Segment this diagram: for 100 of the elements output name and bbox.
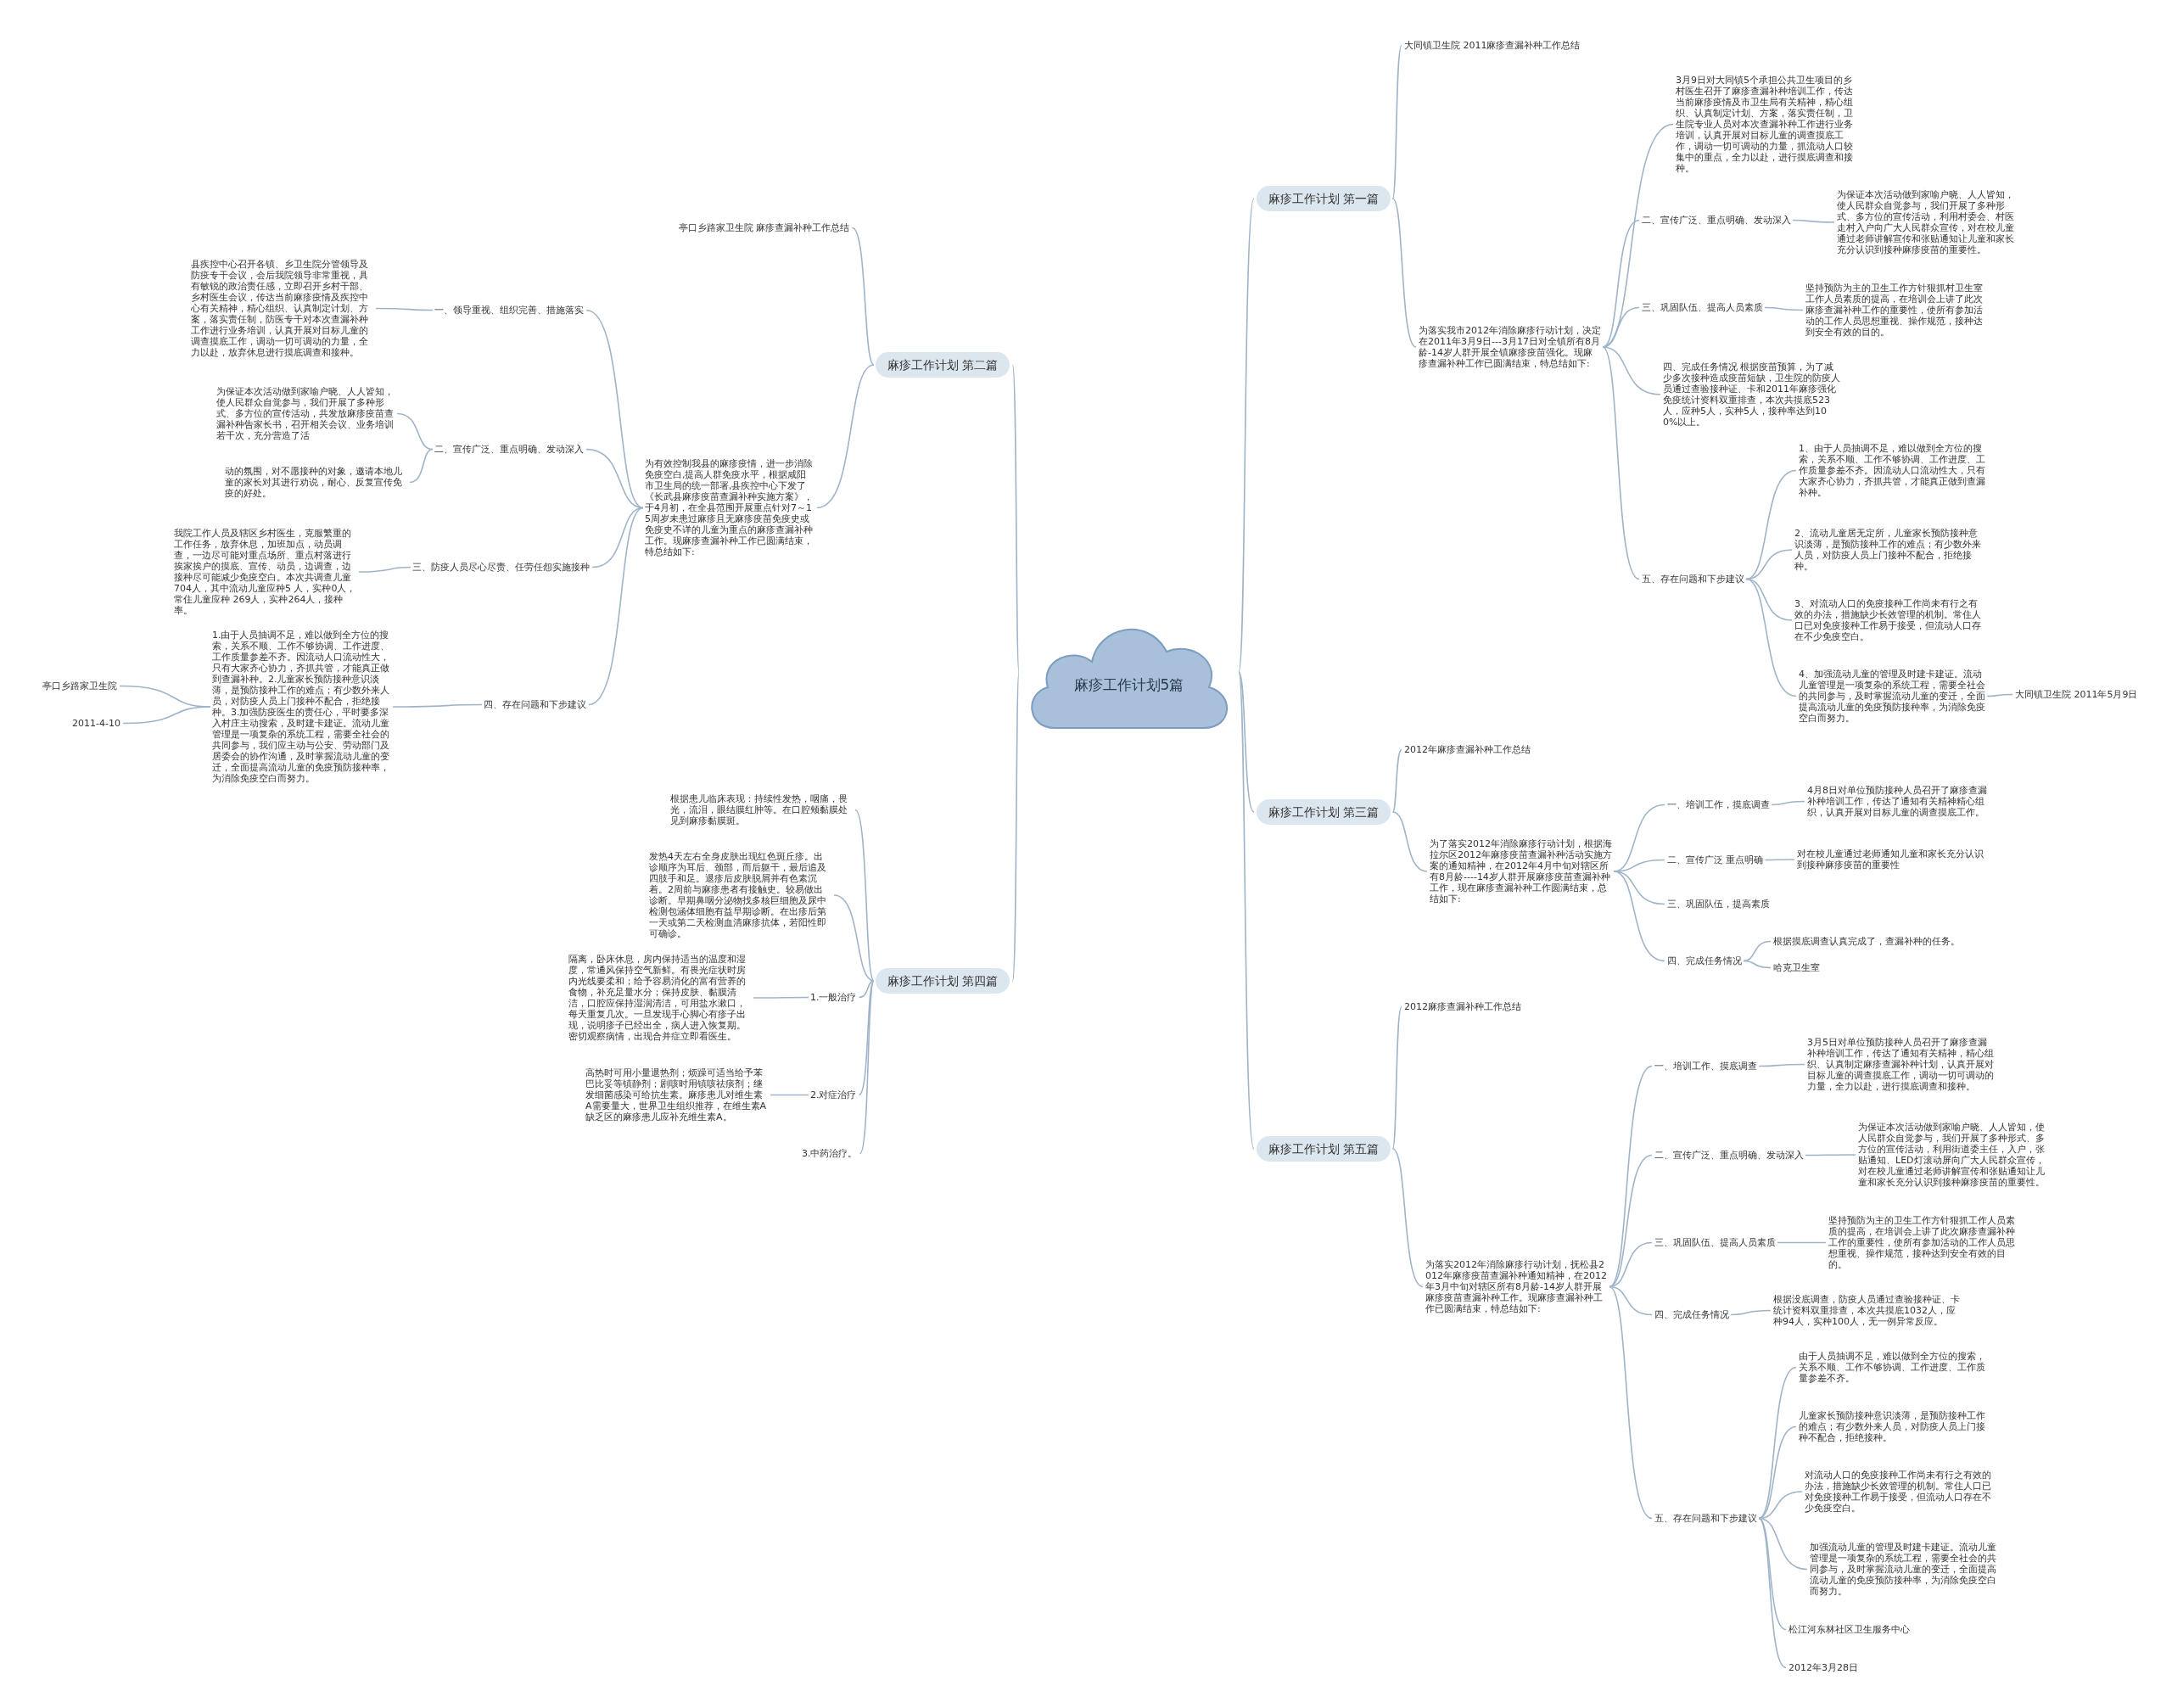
connector-line [1745,469,1797,580]
branch-label: 三、巩固队伍、提高人员素质 [1654,1237,1776,1248]
connector-line [859,980,875,1155]
branch-label: 四、完成任务情况 [1667,955,1742,966]
paragraph-text: 动的氛围，对不愿接种的对象，邀请本地儿童的家长对其进行劝说，耐心、反复宣传免疫的好处。 [225,466,407,499]
paragraph-text: 为有效控制我县的麻疹疫情，进一步消除免疫空白,提高人群免疫水平，根据咸阳市卫生局的统一部署,县疾控中心下发了《长武县麻疹疫苗查漏补种实施方案》，于4月初，在全县范围开展重点针对7～15周岁未患过麻疹且无麻疹疫苗免疫史或免疫史不详的儿童为重点的麻疹查漏补种工作。现麻疹查漏补种工作已圆满结束，特总结如下: [645,458,814,557]
connector-line [1758,1517,1787,1669]
paragraph-text: 为保证本次活动做到家喻户晓、人人皆知，使人民群众自觉参与，我们开展了多种形式、多方位的宣传活动，利用村委会、村医走村入户向广大人民群众宣传，对在校儿童通过老师讲解宣传和张贴通知让儿童和家长充分认识到接种麻疹疫苗的重要性。 [1837,189,2015,255]
connector-line [1238,671,1255,1150]
connector-line [1758,1517,1808,1571]
connector-line [588,507,644,706]
branch-label: 2011-4-10 [72,718,120,729]
paragraph-text: 为保证本次活动做到家喻户晓、人人皆知，使人民群众自觉参与，我们开展了多种形式、多方位的宣传活动，利用街道委主任，入户，张贴通知、LED灯滚动屏向广大人民群众宣传，对在校儿童通过老师讲解宣传和张贴通知让儿童和家长充分认识到接种麻疹疫苗的重要性。 [1858,1122,2045,1188]
branch-label: 一、培训工作，摸底调查 [1667,799,1770,810]
paragraph-text: 为落实我市2012年消除麻疹行动计划，决定在2011年3月9日---3月17日对全镇所有8月龄-14岁人群开展全镇麻疹疫苗强化。现麻疹查漏补种工作已圆满结束，特总结如下: [1419,325,1601,369]
paragraph-text: 四、完成任务情况 根据疫苗预算，为了减少多次接种造成疫苗短缺，卫生院的防疫人员通过查验接种证、卡和2011年麻疹强化免疫统计资料双重排查，本次共摸底523人，应种5人，实种5人，接种率达到100%以上。 [1663,361,1841,428]
connector-line [816,364,875,509]
branch-label: 四、存在问题和下步建议 [484,699,586,710]
connector-line [358,566,411,573]
connector-line [1391,748,1402,813]
connector-line [375,307,434,311]
connector-line [1391,1005,1402,1150]
connector-line [1609,1154,1653,1288]
connector-line [1602,346,1661,395]
paragraph-text: 根据没底调查，防疫人员通过查验接种证、卡统计资料双重排查，本次共摸底1032人，应种94人，实种100人，无一例异常反应。 [1773,1294,1960,1327]
connector-line [396,412,434,451]
branch-label: 二、宣传广泛 重点明确 [1667,854,1764,865]
paragraph-text: 坚持预防为主的卫生工作方针狠抓村卫生室工作人员素质的提高，在培训会上讲了此次麻疹查漏补种工作的重要性，使所有参加活动的工作人员思想重视、操作规范，接种达到安全有效的目的。 [1805,283,1984,338]
connector-line [1758,1063,1805,1067]
branch-label: 2012年3月28日 [1789,1662,1858,1673]
connector-line [1391,811,1428,872]
paragraph-text: 1、由于人员抽调不足，难以做到全方位的搜索，关系不顺、工作不够协调、工作进度、工作质量参差不齐。因流动人口流动性大，只有大家齐心协力，齐抓共管，才能真正做到查漏补种。 [1799,443,1985,498]
paragraph-text: 根据患儿临床表现：持续性发热，咽痛，畏光，流泪，眼结膜红肿等。在口腔颊黏膜处见到麻疹黏膜斑。 [670,793,853,826]
connector-line [1805,1154,1856,1156]
branch-label: 2012麻疹查漏补种工作总结 [1404,1001,1521,1012]
connector-line [1609,1241,1653,1288]
paragraph-text: 高热时可用小量退热剂；烦躁可适当给予苯巴比妥等镇静剂；剧咳时用镇咳祛痰剂；继发细菌感染可给抗生素。麻疹患儿对维生素A需要量大，世界卫生组织推荐，在维生素A缺乏区的麻疹患儿应补充维生素A。 [585,1067,768,1123]
branch-label: 松江河东林社区卫生服务中心 [1789,1624,1910,1635]
paragraph-text: 由于人员抽调不足，难以做到全方位的搜索，关系不顺、工作不够协调、工作进度、工作质量参差不齐。 [1799,1351,1985,1384]
connector-line [1743,960,1772,969]
paragraph-text: 3月5日对单位预防接种人员召开了麻疹查漏补种培训工作，传达了通知有关精神，精心组织、认真制定麻疹查漏补种计划，认真开展对目标儿童的调查摸底工作，调动一切可调动的力量，全力以赴，进行摸底调查和接种。 [1807,1037,1994,1092]
paragraph-text: 坚持预防为主的卫生工作方针狠抓工作人员素质的提高，在培训会上讲了此次麻疹查漏补种工作的重要性，使所有参加活动的工作人员思想重视、操作规范，接种达到安全有效的目的。 [1828,1215,2015,1270]
connector-line [1011,671,1020,982]
connector-line [1391,1148,1424,1288]
paragraph-text: 4、加强流动儿童的管理及时建卡建证。流动儿童管理是一项复杂的系统工程，需要全社会的共同参与，及时掌握流动儿童的变迁，全面提高流动儿童的免疫预防接种率，为消除免疫空白而努力。 [1799,669,1985,724]
branch-label: 一、领导重视、组织完善、措施落实 [434,305,584,316]
connector-line [122,706,211,725]
paragraph-text: 县疾控中心召开各镇、乡卫生院分管领导及防疫专干会议，会后我院领导非常重视，具有敏锐的政治责任感，立即召开乡村干部、乡村医生会议，传达当前麻疹疫情及疾控中心有关精神，精心组织、认真制定计划、方案，落实责任制，防医专干对本次查漏补种工作进行业务培训，认真开展对目标儿童的调查摸底工作，调动一切可调动的力量，全力以赴，放弃休息进行摸底调查和接种。 [191,259,373,358]
paragraph-text: 为了落实2012年消除麻疹行动计划，根据海拉尔区2012年麻疹疫苗查漏补种活动实施方案的通知精神，在2012年4月中旬对辖区所有8月龄----14岁人群开展麻疹疫苗查漏补种工作，现在麻疹查漏补种工作圆满结束，总结如下: [1430,838,1612,904]
connector-line [1771,800,1805,806]
branch-label: 二、宣传广泛、重点明确、发动深入 [1642,215,1791,226]
branch-label: 三、巩固队伍、提高人员素质 [1642,302,1763,313]
connector-line [1792,219,1835,223]
connector-line [1602,346,1640,580]
paragraph-text: 对流动人口的免疫接种工作尚未有行之有效的办法，措施缺少长效管理的机制。常住人口已对免疫接种工作易于接受，但流动人口存在不少免疫空白。 [1805,1470,1991,1514]
connector-line [851,227,875,366]
paragraph-text: 对在校儿童通过老师通知儿童和家长充分认识到接种麻疹疫苗的重要性 [1797,848,1984,871]
topic-pill: 麻疹工作计划 第一篇 [1257,186,1391,211]
branch-label: 二、宣传广泛、重点明确、发动深入 [1654,1150,1804,1161]
connector-line [1613,871,1665,962]
paragraph-text: 2、流动儿童居无定所，儿童家长预防接种意识淡薄，是预防接种工作的难点；有少数外来人员，对防疫人员上门接种不配合，拒绝接种。 [1794,528,1981,572]
branch-label: 大同镇卫生院 2011麻疹查漏补种工作总结 [1404,40,1581,51]
paragraph-text: 为落实2012年消除麻疹行动计划，抚松县2012年麻疹疫苗查漏补种通知精神，在2012年3月中旬对辖区所有8月龄-14岁人群开展麻疹疫苗查漏补种工作。现麻疹查漏补种工作已圆满结束，特总结如下: [1425,1259,1608,1314]
connector-line [1764,306,1804,311]
topic-pill: 麻疹工作计划 第四篇 [876,968,1010,994]
connector-line [409,448,434,484]
branch-label: 四、完成任务情况 [1654,1309,1729,1320]
connector-line [1777,1241,1827,1244]
branch-label: 亭口乡路家卫生院 麻疹查漏补种工作总结 [679,222,850,233]
connector-line [1743,940,1772,962]
branch-label: 根据摸底调查认真完成了，查漏补种的任务。 [1773,936,1960,947]
connector-line [1758,1425,1797,1520]
connector-line [1602,219,1640,348]
connector-line [858,980,875,999]
connector-line [1609,1285,1653,1520]
branch-label: 三、防疫人员尽心尽责、任劳任怨实施接种 [412,562,590,573]
connector-line [1764,859,1795,861]
connector-line [1238,671,1255,813]
paragraph-text: 3月9日对大同镇5个承担公共卫生项目的乡村医生召开了麻疹查漏补种培训工作，传达当前麻疹疫情及市卫生局有关精神，精心组织、认真制定计划、方案，落实责任制，卫生院专业人员对本次查漏补种工作进行业务培训，认真开展对目标儿童的调查摸底工作，调动一切可调动的力量，抓流动人口较集中的重点，全力以赴，进行摸底调查和接种。 [1676,75,1858,174]
paragraph-text: 我院工作人员及辖区乡村医生，克服繁重的工作任务，放弃休息，加班加点，动员调查，一边尽可能对重点场所、重点村落进行挨家挨户的摸底、宣传、动员，边调查，边接种尽可能减少免疫空白。本次共调查儿童 704人，其中流动儿童应种5 人，实种0人，常住儿童应种 269人，实种264人，接种率。 [174,528,356,616]
connector-line [585,309,644,509]
connector-line [1986,693,2013,697]
branch-label: 1.一般治疗 [810,992,857,1003]
branch-label: 大同镇卫生院 2011年5月9日 [2015,689,2138,700]
topic-pill: 麻疹工作计划 第五篇 [1257,1136,1391,1162]
branch-label: 一、培训工作、摸底调查 [1654,1061,1757,1072]
branch-label: 2012年麻疹查漏补种工作总结 [1404,744,1531,755]
connector-line [854,809,875,982]
connector-line [585,448,644,509]
connector-line [1609,1065,1653,1288]
connector-line [770,1094,809,1096]
paragraph-text: 隔离，卧床休息，房内保持适当的温度和湿度，常通风保持空气新鲜。有畏光症状时房内光线要柔和；给予容易消化的富有营养的食物，补充足量水分；保持皮肤、黏膜清洁，口腔应保持湿润清洁，可用盐水漱口，每天重复几次。一旦发现手心脚心有疹子出现，说明疹子已经出全，病人进入恢复期。密切观察病情，出现合并症立即看医生。 [568,954,751,1042]
branch-label: 五、存在问题和下步建议 [1654,1513,1757,1524]
connector-line [1730,1309,1772,1316]
paragraph-text: 4月8日对单位预防接种人员召开了麻疹查漏补种培训工作，传达了通知有关精神精心组织，认真开展对目标儿童的调查摸底工作。 [1807,785,1990,818]
paragraph-text: 发热4天左右全身皮肤出现红色斑丘疹。出诊顺序为耳后、颈部，而后躯干，最后追及四肢手和足。退疹后皮肤脱屑并有色素沉着。2周前与麻疹患者有接触史。较易做出诊断。早期鼻咽分泌物找多核巨细胞及尿中检测包涵体细胞有益早期诊断。在出疹后第一天或第二天检测血清麻疹抗体，若阳性即可确诊。 [649,851,831,939]
branch-label: 二、宣传广泛、重点明确、发动深入 [434,444,584,455]
paragraph-text: 1.由于人员抽调不足，难以做到全方位的搜索，关系不顺、工作不够协调、工作进度、工作质量参差不齐。因流动人口流动性大，只有大家齐心协力，齐抓共管，才能真正做到查漏补种。2.儿童家长预防接种意识淡薄，是预防接种工作的难点；有少数外来人员，对防疫人员上门接种不配合，拒绝接种。3.加强防疫医生的责任心，平时要多深入村庄主动搜索，及时建卡建证。流动儿童管理是一项复杂的系统工程，需要全社会的共同参与，我们应主动与公安、劳动部门及居委会的协作沟通，及时掌握流动儿童的变迁，全面提高流动儿童的免疫预防接种率，为消除免疫空白而努力。 [212,630,390,784]
branch-label: 3.中药治疗。 [802,1148,858,1159]
branch-label: 2.对症治疗 [810,1089,857,1100]
